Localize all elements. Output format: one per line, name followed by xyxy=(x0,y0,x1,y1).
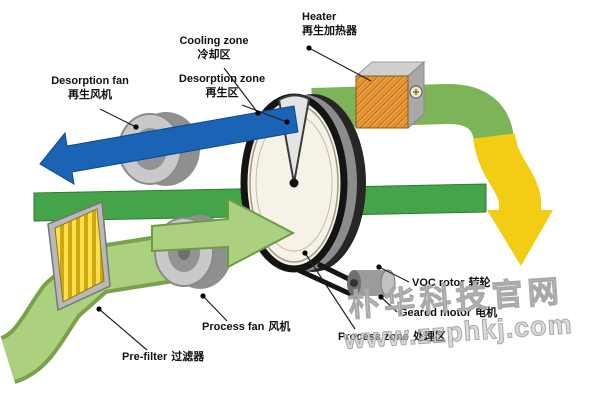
leader-dots xyxy=(96,45,384,312)
pre-filter xyxy=(47,200,111,312)
label-geared-motor-en: Geared motor xyxy=(399,307,472,319)
label-process-fan-en: Process fan xyxy=(202,321,265,333)
label-desorption-zone-zh: 再生区 xyxy=(205,87,239,99)
label-cooling-zone: Cooling zone 冷却区 xyxy=(158,34,270,62)
label-pre-filter-en: Pre-filter xyxy=(122,351,168,363)
label-desorption-zone: Desorption zone 再生区 xyxy=(158,72,286,100)
label-desorption-fan-zh: 再生风机 xyxy=(68,89,112,101)
leader-dot xyxy=(302,250,308,256)
exhaust-arrow xyxy=(473,132,553,266)
geared-motor xyxy=(347,269,396,297)
leader-dot xyxy=(306,45,312,51)
label-cooling-zone-zh: 冷却区 xyxy=(197,49,231,61)
label-heater: Heater 再生加热器 xyxy=(302,10,357,38)
leader-dot xyxy=(378,294,384,300)
heater xyxy=(354,60,426,130)
label-pre-filter-zh: 过滤器 xyxy=(171,351,205,363)
leader-dot xyxy=(376,264,382,270)
label-process-zone-zh: 处理区 xyxy=(412,331,446,343)
label-heater-en: Heater xyxy=(302,11,337,23)
label-geared-motor-zh: 电机 xyxy=(475,307,498,319)
leader-dot xyxy=(200,293,206,299)
cooling-arrow xyxy=(39,105,299,185)
label-process-zone-en: Process zone xyxy=(338,331,409,343)
leader-lines xyxy=(98,47,410,351)
label-process-fan-zh: 风机 xyxy=(268,321,291,333)
label-desorption-zone-en: Desorption zone xyxy=(178,73,266,85)
process-arrow xyxy=(151,197,296,269)
label-cooling-zone-en: Cooling zone xyxy=(179,35,249,47)
label-voc-rotor-zh: 转轮 xyxy=(468,277,491,289)
label-desorption-fan-en: Desorption fan xyxy=(51,75,129,87)
label-heater-zh: 再生加热器 xyxy=(302,25,357,37)
regeneration-band xyxy=(311,84,514,144)
label-desorption-fan: Desorption fan 再生风机 xyxy=(24,74,156,102)
leader-dot xyxy=(255,110,261,116)
leader-dot xyxy=(284,119,290,125)
voc-rotor xyxy=(240,93,369,300)
label-voc-rotor-en: VOC rotor xyxy=(412,277,465,289)
leader-dot xyxy=(96,306,102,312)
leader-dot xyxy=(133,124,139,130)
